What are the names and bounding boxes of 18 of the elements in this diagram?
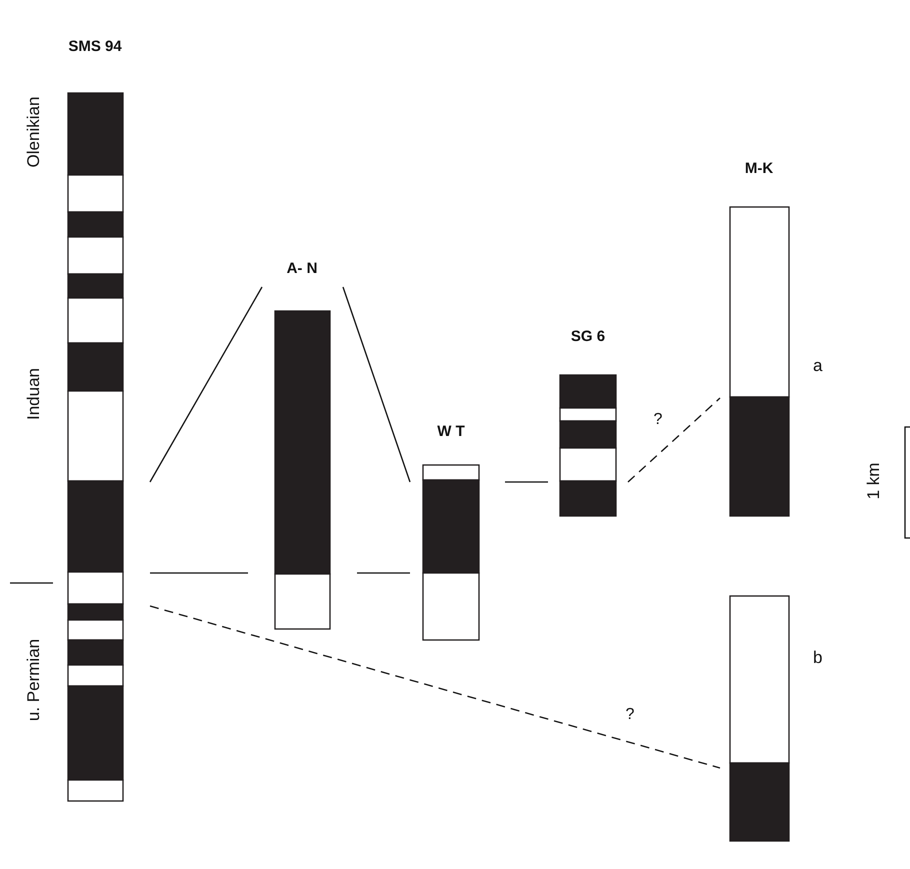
stage-label: Induan xyxy=(24,368,44,420)
correlation-line xyxy=(505,481,548,483)
column-title: W T xyxy=(437,423,465,441)
correlation-line xyxy=(150,572,248,574)
column-title: M-K xyxy=(744,160,774,178)
column-title: A- N xyxy=(286,260,318,278)
stage-label: Olenikian xyxy=(24,96,44,168)
column-label: a xyxy=(813,356,822,376)
correlation-line xyxy=(628,398,720,482)
correlation-line xyxy=(342,286,411,482)
column-title: SMS 94 xyxy=(68,38,122,56)
stage-label: u. Permian xyxy=(24,638,44,722)
correlation-line xyxy=(149,286,263,482)
correlation-line xyxy=(357,572,410,574)
column-title: SG 6 xyxy=(570,328,606,346)
column-label: b xyxy=(813,648,822,668)
correlation-line xyxy=(150,605,720,769)
scale-label: 1 km xyxy=(864,462,884,500)
